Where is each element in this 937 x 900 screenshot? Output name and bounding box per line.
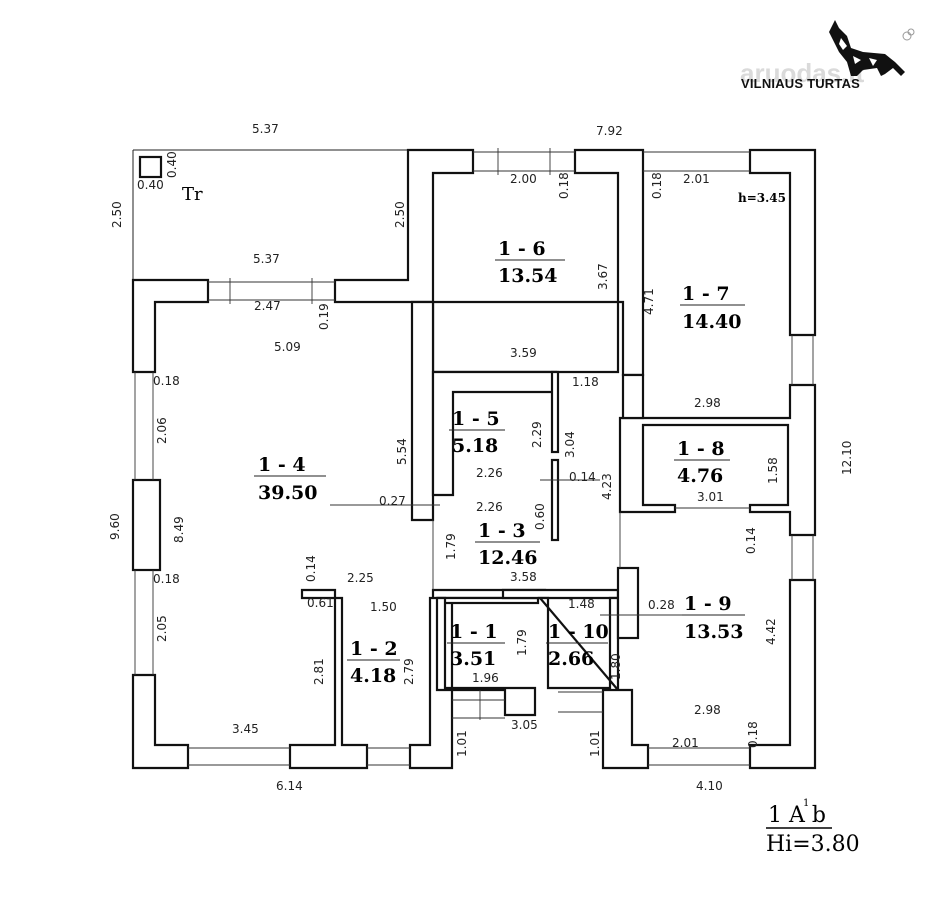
dim: 2.00 [510,172,537,186]
dim: 0.27 [379,494,406,508]
dim: 2.79 [402,658,416,685]
dim: 0.40 [137,178,164,192]
dim: 3.67 [596,263,610,290]
dim: 3.05 [511,718,538,732]
dim: 3.04 [563,431,577,458]
dim: 2.06 [155,417,169,444]
dim: 2.47 [254,299,281,313]
room-1-6-id: 1 - 6 [498,238,546,260]
room-1-3-area: 12.46 [478,547,538,569]
dim: 1.18 [572,375,599,389]
dim: 2.26 [476,466,503,480]
dim: 2.05 [155,615,169,642]
room-1-1-id: 1 - 1 [450,621,498,643]
dim: 2.01 [683,172,710,186]
dim: 1.79 [444,533,458,560]
dimensions: 5.37 7.92 0.40 2.00 2.01 5.37 2.47 5.09 … [137,122,724,793]
dim: 3.59 [510,346,537,360]
dim: 1.48 [568,597,595,611]
room-labels: 1 - 6 13.54 1 - 7 14.40 1 - 4 39.50 1 - … [182,184,786,687]
room-1-7-area: 14.40 [682,311,742,333]
room-1-10-area: 2.66 [548,648,594,670]
dim: 0.14 [304,555,318,582]
dim: 4.71 [642,288,656,315]
column-icon [138,155,163,179]
room-1-2-area: 4.18 [350,665,396,687]
room-1-8-id: 1 - 8 [677,438,725,460]
terrace-label: Tr [182,184,203,205]
dim: 2.98 [694,703,721,717]
room-1-9-area: 13.53 [684,621,744,643]
dim: 0.61 [307,596,334,610]
walls [131,148,817,770]
dim: 0.18 [746,721,760,748]
dim: 3.01 [697,490,724,504]
dim: 3.45 [232,722,259,736]
dim: 6.14 [276,779,303,793]
dim: 1.79 [515,629,529,656]
dim: 5.09 [274,340,301,354]
room-1-3-id: 1 - 3 [478,520,526,542]
dim: 1.50 [370,600,397,614]
dim: 2.98 [694,396,721,410]
dim: 2.26 [476,500,503,514]
room-1-10-id: 1 - 10 [548,621,609,643]
dim: 4.42 [764,618,778,645]
dim: 0.14 [744,527,758,554]
dim: 1.96 [472,671,499,685]
dim: 1.01 [588,730,602,757]
dim: 0.14 [569,470,596,484]
dim: 4.23 [600,473,614,500]
dim: 1.01 [455,730,469,757]
dim: 0.18 [650,172,664,199]
dim: 2.81 [312,658,326,685]
dim: 5.37 [253,252,280,266]
dim: 2.50 [393,201,407,228]
dimensions-vertical: 0.40 2.50 2.50 0.18 0.18 0.19 3.67 4.71 … [108,151,854,757]
dim: 3.58 [510,570,537,584]
dim: 0.18 [153,572,180,586]
room-height: h=3.45 [738,191,786,205]
dim: 0.18 [557,172,571,199]
dim: 2.29 [530,421,544,448]
room-1-1-area: 3.51 [450,648,496,670]
room-1-5-id: 1 - 5 [452,408,500,430]
stamp-superscript: 1 [803,798,809,809]
dim: 5.37 [252,122,279,136]
stamp-line1: 1 A b [768,803,826,828]
room-1-4-area: 39.50 [258,482,318,504]
dim: 12.10 [840,441,854,475]
stamp-line2: Hi=3.80 [766,832,860,857]
dim: 2.50 [110,201,124,228]
room-1-5-area: 5.18 [452,435,498,457]
room-1-6-area: 13.54 [498,265,558,287]
wolf-icon [829,20,915,76]
dim: 2.25 [347,571,374,585]
dim: 7.92 [596,124,623,138]
dim: 8.49 [172,516,186,543]
dim: 1.80 [609,653,623,680]
windows [134,148,814,766]
room-1-7-id: 1 - 7 [682,283,730,305]
brand-name: VILNIAUS TURTAS [741,76,861,91]
dim: 0.60 [533,503,547,530]
dim: 4.10 [696,779,723,793]
floor-stamp: 1 A b 1 Hi=3.80 [766,798,860,857]
dim: 9.60 [108,513,122,540]
dim: 0.28 [648,598,675,612]
dim: 0.19 [317,303,331,330]
dim: 1.58 [766,457,780,484]
room-1-2-id: 1 - 2 [350,638,398,660]
dim: 5.54 [395,438,409,465]
dim: 2.01 [672,736,699,750]
room-1-4-id: 1 - 4 [258,454,306,476]
wolf-logo [829,20,915,76]
dim: 0.40 [165,151,179,178]
room-1-8-area: 4.76 [677,465,723,487]
dim: 0.18 [153,374,180,388]
room-1-9-id: 1 - 9 [684,593,732,615]
watermark: aruodas.lt [740,58,865,88]
